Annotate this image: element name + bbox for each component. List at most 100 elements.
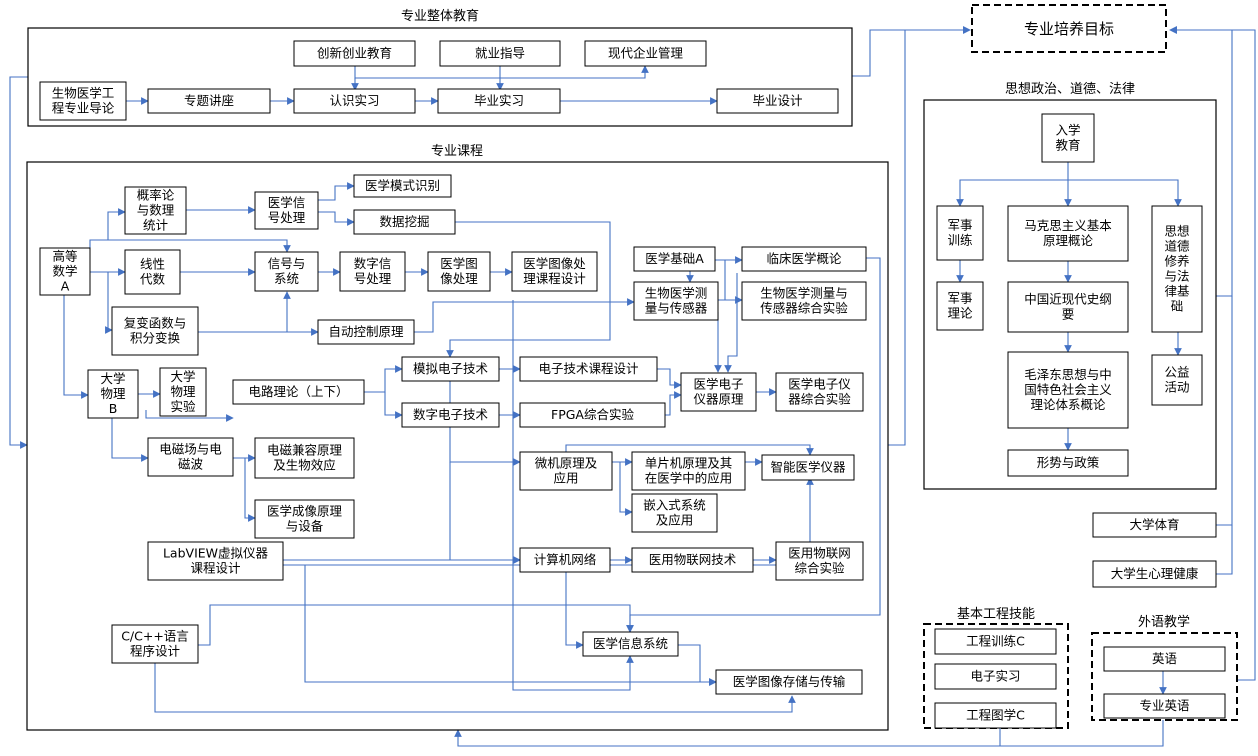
node-label: 医学电子 [693, 377, 743, 392]
node-label: 形势与政策 [1037, 455, 1100, 470]
language-title: 外语教学 [1138, 614, 1190, 630]
node-label: 高等 [52, 249, 77, 264]
node-mental: 大学生心理健康 [1092, 560, 1217, 588]
node-label: 思想 [1164, 224, 1189, 239]
node-box [39, 247, 91, 296]
node-label: 综合实验 [794, 561, 845, 576]
node-policy: 形势与政策 [1007, 449, 1129, 477]
node-label: 专业英语 [1139, 698, 1189, 713]
node-label: 军事 [947, 218, 972, 233]
node-label: 及应用 [656, 513, 694, 528]
node-label: B [109, 401, 118, 416]
node-label: 物理 [170, 384, 196, 399]
node-label: 微机原理及 [535, 456, 598, 471]
node-fpga: FPGA综合实验 [519, 402, 666, 428]
node-label: 军事 [947, 291, 972, 306]
node-box [716, 88, 839, 114]
node-label: 现代企业管理 [608, 46, 684, 61]
node-label: 与法 [1164, 269, 1189, 284]
node-label: 仪器原理 [693, 392, 744, 407]
node-label: 物理 [100, 386, 126, 401]
node-label: 器综合实验 [788, 392, 851, 407]
node-label: 生物医学测 [645, 286, 708, 301]
node-label: 中国近现代史纲 [1024, 292, 1112, 307]
node-box [631, 451, 746, 491]
node-label: 理论体系概论 [1030, 397, 1106, 412]
overall-education-frame [27, 27, 853, 127]
node-label: 单片机原理及其 [645, 456, 733, 471]
node-english: 英语 [1103, 646, 1226, 672]
courses-title: 专业课程 [431, 144, 483, 159]
node-analog: 模拟电子技术 [401, 356, 500, 382]
node-network: 计算机网络 [519, 547, 611, 573]
node-label: 与设备 [286, 519, 324, 534]
node-label: 计算机网络 [534, 552, 597, 567]
node-box [401, 402, 500, 428]
node-box [147, 541, 284, 581]
politics-frame [923, 99, 1217, 490]
node-box [124, 249, 181, 295]
node-box [633, 246, 716, 272]
node-control: 自动控制原理 [317, 319, 415, 345]
node-label: 应用 [553, 471, 578, 486]
node-label: 教育 [1055, 138, 1080, 153]
node-label: 医学电子仪 [788, 377, 851, 392]
node-enterprise: 现代企业管理 [584, 40, 707, 67]
node-circuit: 电路理论（上下） [232, 379, 365, 405]
node-box [936, 281, 984, 331]
node-label: 理课程设计 [523, 271, 586, 286]
node-label: 工程训练C [966, 634, 1025, 649]
node-label: 线性 [140, 257, 165, 272]
node-box [293, 40, 416, 67]
node-label: 及生物效应 [273, 458, 336, 473]
node-label: 代数 [140, 272, 166, 287]
node-label: 创新创业教育 [317, 46, 392, 61]
node-label: 生物医学测量与 [760, 286, 848, 301]
node-label: 毛泽东思想与中 [1024, 367, 1112, 382]
node-label: 原理概论 [1043, 233, 1094, 248]
node-e-design: 电子技术课程设计 [519, 356, 658, 382]
node-label: 律基 [1164, 284, 1190, 299]
node-box [232, 379, 365, 405]
node-thesis: 毕业设计 [716, 88, 839, 114]
node-label: 程序设计 [130, 644, 180, 659]
node-label: A [61, 279, 70, 294]
node-box [741, 281, 867, 321]
node-pattern: 医学模式识别 [353, 174, 452, 198]
node-label: 课程设计 [190, 561, 240, 576]
node-label: 数据挖掘 [379, 214, 429, 229]
node-box [147, 88, 271, 114]
node-box [1103, 646, 1226, 672]
connector-lines [9, 26, 1256, 747]
node-label: 与数理 [137, 203, 175, 218]
node-label: 入学 [1055, 123, 1080, 138]
node-label: 传感器综合实验 [760, 301, 848, 316]
node-label: 信号与 [268, 256, 306, 271]
node-cognition: 认识实习 [293, 88, 416, 114]
node-label: 英语 [1152, 651, 1177, 666]
node-box [1103, 693, 1226, 719]
node-box [1007, 449, 1129, 477]
node-pacs: 医学图像存储与传输 [715, 669, 863, 695]
node-label: 医学基础A [645, 251, 704, 266]
node-box [87, 369, 139, 419]
node-label: 医学信息系统 [593, 636, 668, 651]
node-box [584, 40, 707, 67]
node-box [1151, 205, 1203, 333]
language-frame [1091, 632, 1238, 721]
node-box [159, 367, 207, 417]
node-label: 活动 [1164, 380, 1189, 395]
